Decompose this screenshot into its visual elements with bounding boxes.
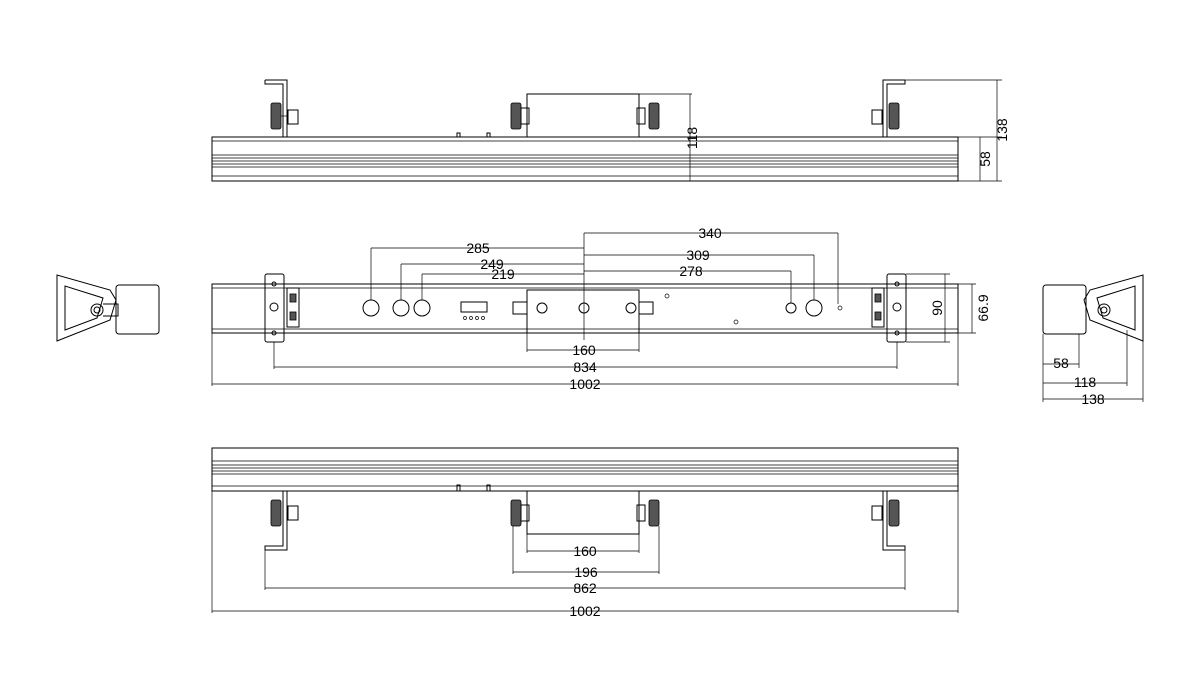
- dim-label-118: 118: [684, 127, 700, 150]
- dim-label-138: 138: [994, 118, 1010, 142]
- bottom-view: 160 196 862 1002: [211, 447, 959, 619]
- dim-label-278: 278: [679, 263, 703, 279]
- dim-label-160-bottom: 160: [573, 543, 597, 559]
- dim-label-58-side: 58: [1053, 355, 1069, 371]
- dim-label-58: 58: [977, 151, 993, 167]
- left-bracket: [264, 79, 299, 137]
- dim-label-196: 196: [574, 564, 598, 580]
- dim-label-862: 862: [573, 580, 597, 596]
- dim-label-1002-bottom: 1002: [569, 603, 600, 619]
- bar-bottom: [211, 447, 959, 492]
- dim-label-160: 160: [572, 342, 596, 358]
- dim-label-834: 834: [573, 359, 597, 375]
- right-bracket: [871, 79, 906, 137]
- dim-label-340: 340: [698, 225, 722, 241]
- dim-label-309: 309: [686, 247, 710, 263]
- bar-front: [211, 283, 959, 334]
- dim-label-138-side: 138: [1081, 391, 1105, 407]
- front-view: 340 285 309 249 219 278 160 834 1002 90 …: [211, 225, 991, 392]
- bar-body: [211, 136, 959, 182]
- right-side-view: 58 118 138: [1042, 274, 1144, 407]
- left-side-view: [56, 274, 160, 342]
- dim-label-249: 249: [480, 256, 504, 272]
- dim-label-66-9: 66.9: [975, 294, 991, 321]
- dim-label-90: 90: [929, 300, 945, 316]
- dim-label-118-side: 118: [1074, 374, 1097, 390]
- dim-label-1002: 1002: [569, 376, 600, 392]
- dim-label-219: 219: [491, 266, 515, 282]
- dim-label-285: 285: [466, 240, 490, 256]
- top-view: 118 138 58: [211, 79, 1010, 182]
- center-bracket: [510, 93, 660, 138]
